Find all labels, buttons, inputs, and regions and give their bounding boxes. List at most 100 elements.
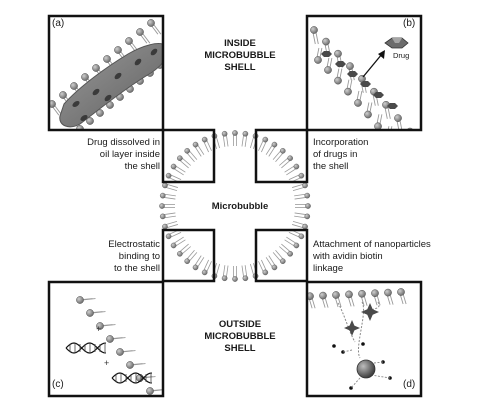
lipid-head	[334, 49, 342, 58]
lipid-head	[162, 223, 168, 230]
lipid-head	[344, 87, 352, 96]
lipid-head	[324, 66, 332, 74]
lipid-head	[293, 242, 300, 249]
lipid-head	[162, 182, 168, 189]
lipid-head	[332, 291, 340, 299]
lipid-head	[201, 136, 208, 143]
caption-d: Attachment of nanoparticles with avidin …	[313, 239, 431, 274]
lipid-head	[345, 290, 353, 299]
lipid-head	[96, 109, 104, 117]
lipid-head	[125, 37, 133, 45]
panel-d	[305, 280, 423, 398]
lipid-head	[302, 182, 308, 189]
lipid-head	[287, 251, 293, 257]
biotin-tether	[370, 374, 391, 379]
lipid-head	[177, 251, 183, 257]
drug-molecule	[150, 48, 158, 56]
lipid-head	[354, 99, 362, 107]
panel-tag-c: (c)	[52, 379, 64, 390]
drug-molecule	[360, 81, 371, 87]
lipid-head	[86, 117, 94, 125]
lipid-head	[126, 361, 134, 369]
lipid-head	[262, 269, 269, 276]
lipid-head	[165, 172, 172, 179]
panel-tag-a: (a)	[52, 18, 65, 29]
drug-molecule	[373, 92, 384, 98]
panel-b	[305, 14, 423, 132]
lipid-head	[394, 114, 402, 122]
lipid-head	[221, 275, 228, 282]
drug-icon	[384, 37, 409, 49]
panel-tag-b: (b)	[403, 18, 416, 29]
lipid-head	[364, 110, 372, 119]
lipid-head	[70, 82, 78, 90]
dna-strand	[65, 342, 107, 354]
drug-molecule	[104, 94, 112, 102]
panel-tag-d: (d)	[403, 379, 416, 390]
lipid-head	[103, 55, 111, 63]
drug-molecule	[92, 88, 100, 96]
biotin-tether	[342, 349, 353, 353]
lipid-head	[371, 289, 379, 298]
lipid-head	[76, 296, 84, 304]
lipid-head	[159, 192, 166, 199]
lipid-head	[221, 130, 228, 137]
zoom-box-c	[161, 228, 216, 283]
lipid-head	[49, 100, 56, 108]
zoom-box-b	[254, 128, 309, 184]
lipid-head	[271, 141, 278, 148]
lipid-head	[305, 203, 311, 209]
charge-sign: +	[96, 324, 101, 334]
dna-strand	[111, 372, 153, 384]
lipid-head	[232, 130, 238, 136]
lipid-head	[170, 163, 177, 170]
lipid-head	[304, 213, 311, 220]
lipid-head	[334, 76, 342, 85]
drug-molecule	[321, 51, 332, 57]
lipid-head	[302, 223, 308, 230]
title-inside: INSIDE MICROBUBBLE SHELL	[204, 38, 276, 73]
drug-arrow	[362, 53, 383, 78]
avidin-molecule	[344, 320, 360, 336]
biotin-tether	[373, 361, 384, 364]
caption-a: Drug dissolved in oil layer inside the s…	[87, 137, 160, 172]
lipid-head	[159, 203, 165, 209]
lipid-head	[166, 53, 173, 60]
drug-molecule	[347, 71, 358, 77]
lipid-head	[81, 73, 89, 81]
peg-tether	[337, 302, 356, 343]
lipid-head	[192, 264, 199, 271]
lipid-head	[232, 276, 238, 282]
lipid-head	[322, 37, 330, 46]
biotin-dot	[361, 342, 365, 346]
dna-strand	[111, 372, 153, 384]
caption-c: Electrostatic binding to to the shell	[108, 239, 160, 274]
lipid-head	[287, 155, 293, 161]
zoom-box-a	[161, 128, 216, 184]
lipid-head	[184, 148, 190, 154]
biotin-dot	[332, 344, 336, 348]
lipid-head	[262, 136, 269, 143]
lipid-head	[242, 275, 249, 282]
lipid-tail	[387, 126, 390, 130]
lipid-tail	[165, 44, 172, 57]
drug-molecule	[387, 103, 398, 109]
lipid-head	[280, 258, 286, 264]
lipid-head	[304, 192, 311, 199]
lipid-tail	[390, 126, 393, 130]
lipid-head	[280, 148, 286, 154]
drug-molecule	[134, 58, 142, 66]
drug-label: Drug	[393, 51, 410, 60]
lipid-head	[146, 387, 154, 395]
lipid-head	[106, 335, 114, 343]
lipid-head	[298, 172, 305, 179]
lipid-head	[92, 64, 100, 72]
lipid-head	[298, 233, 305, 240]
lipid-head	[314, 56, 322, 64]
caption-b: Incorporation of drugs in the shell	[313, 137, 369, 172]
lipid-head	[116, 348, 124, 356]
lipid-head	[184, 258, 190, 264]
panel-a	[47, 14, 173, 132]
lipid-head	[271, 264, 278, 271]
lipid-head	[307, 292, 314, 301]
